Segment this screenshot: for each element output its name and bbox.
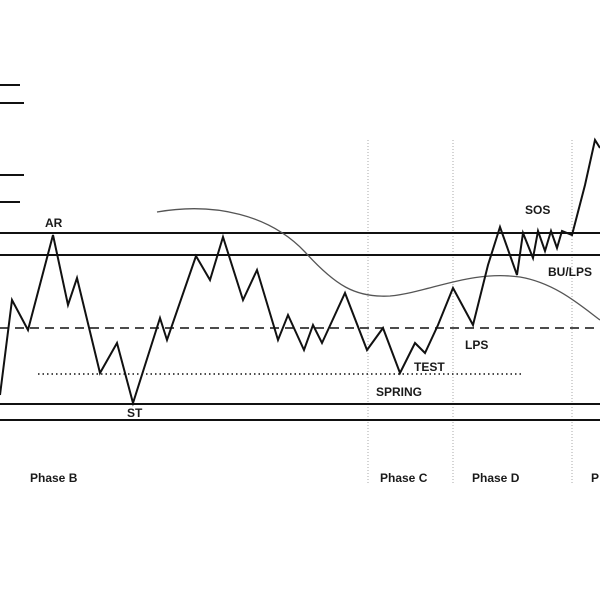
phase-d-label: Phase D	[472, 471, 520, 485]
phase-dividers	[367, 140, 573, 485]
label-lps: LPS	[465, 338, 488, 352]
label-bu-lps: BU/LPS	[548, 265, 592, 279]
price-path	[0, 137, 600, 407]
left-tick-marks	[0, 84, 24, 203]
label-sos: SOS	[525, 203, 550, 217]
phase-b-label: Phase B	[30, 471, 78, 485]
label-spring: SPRING	[376, 385, 422, 399]
label-st: ST	[127, 406, 143, 420]
phase-c-label: Phase C	[380, 471, 428, 485]
label-test: TEST	[414, 360, 445, 374]
trend-curve	[156, 208, 600, 321]
label-ar: AR	[45, 216, 63, 230]
phase-e-label: P	[591, 471, 599, 485]
